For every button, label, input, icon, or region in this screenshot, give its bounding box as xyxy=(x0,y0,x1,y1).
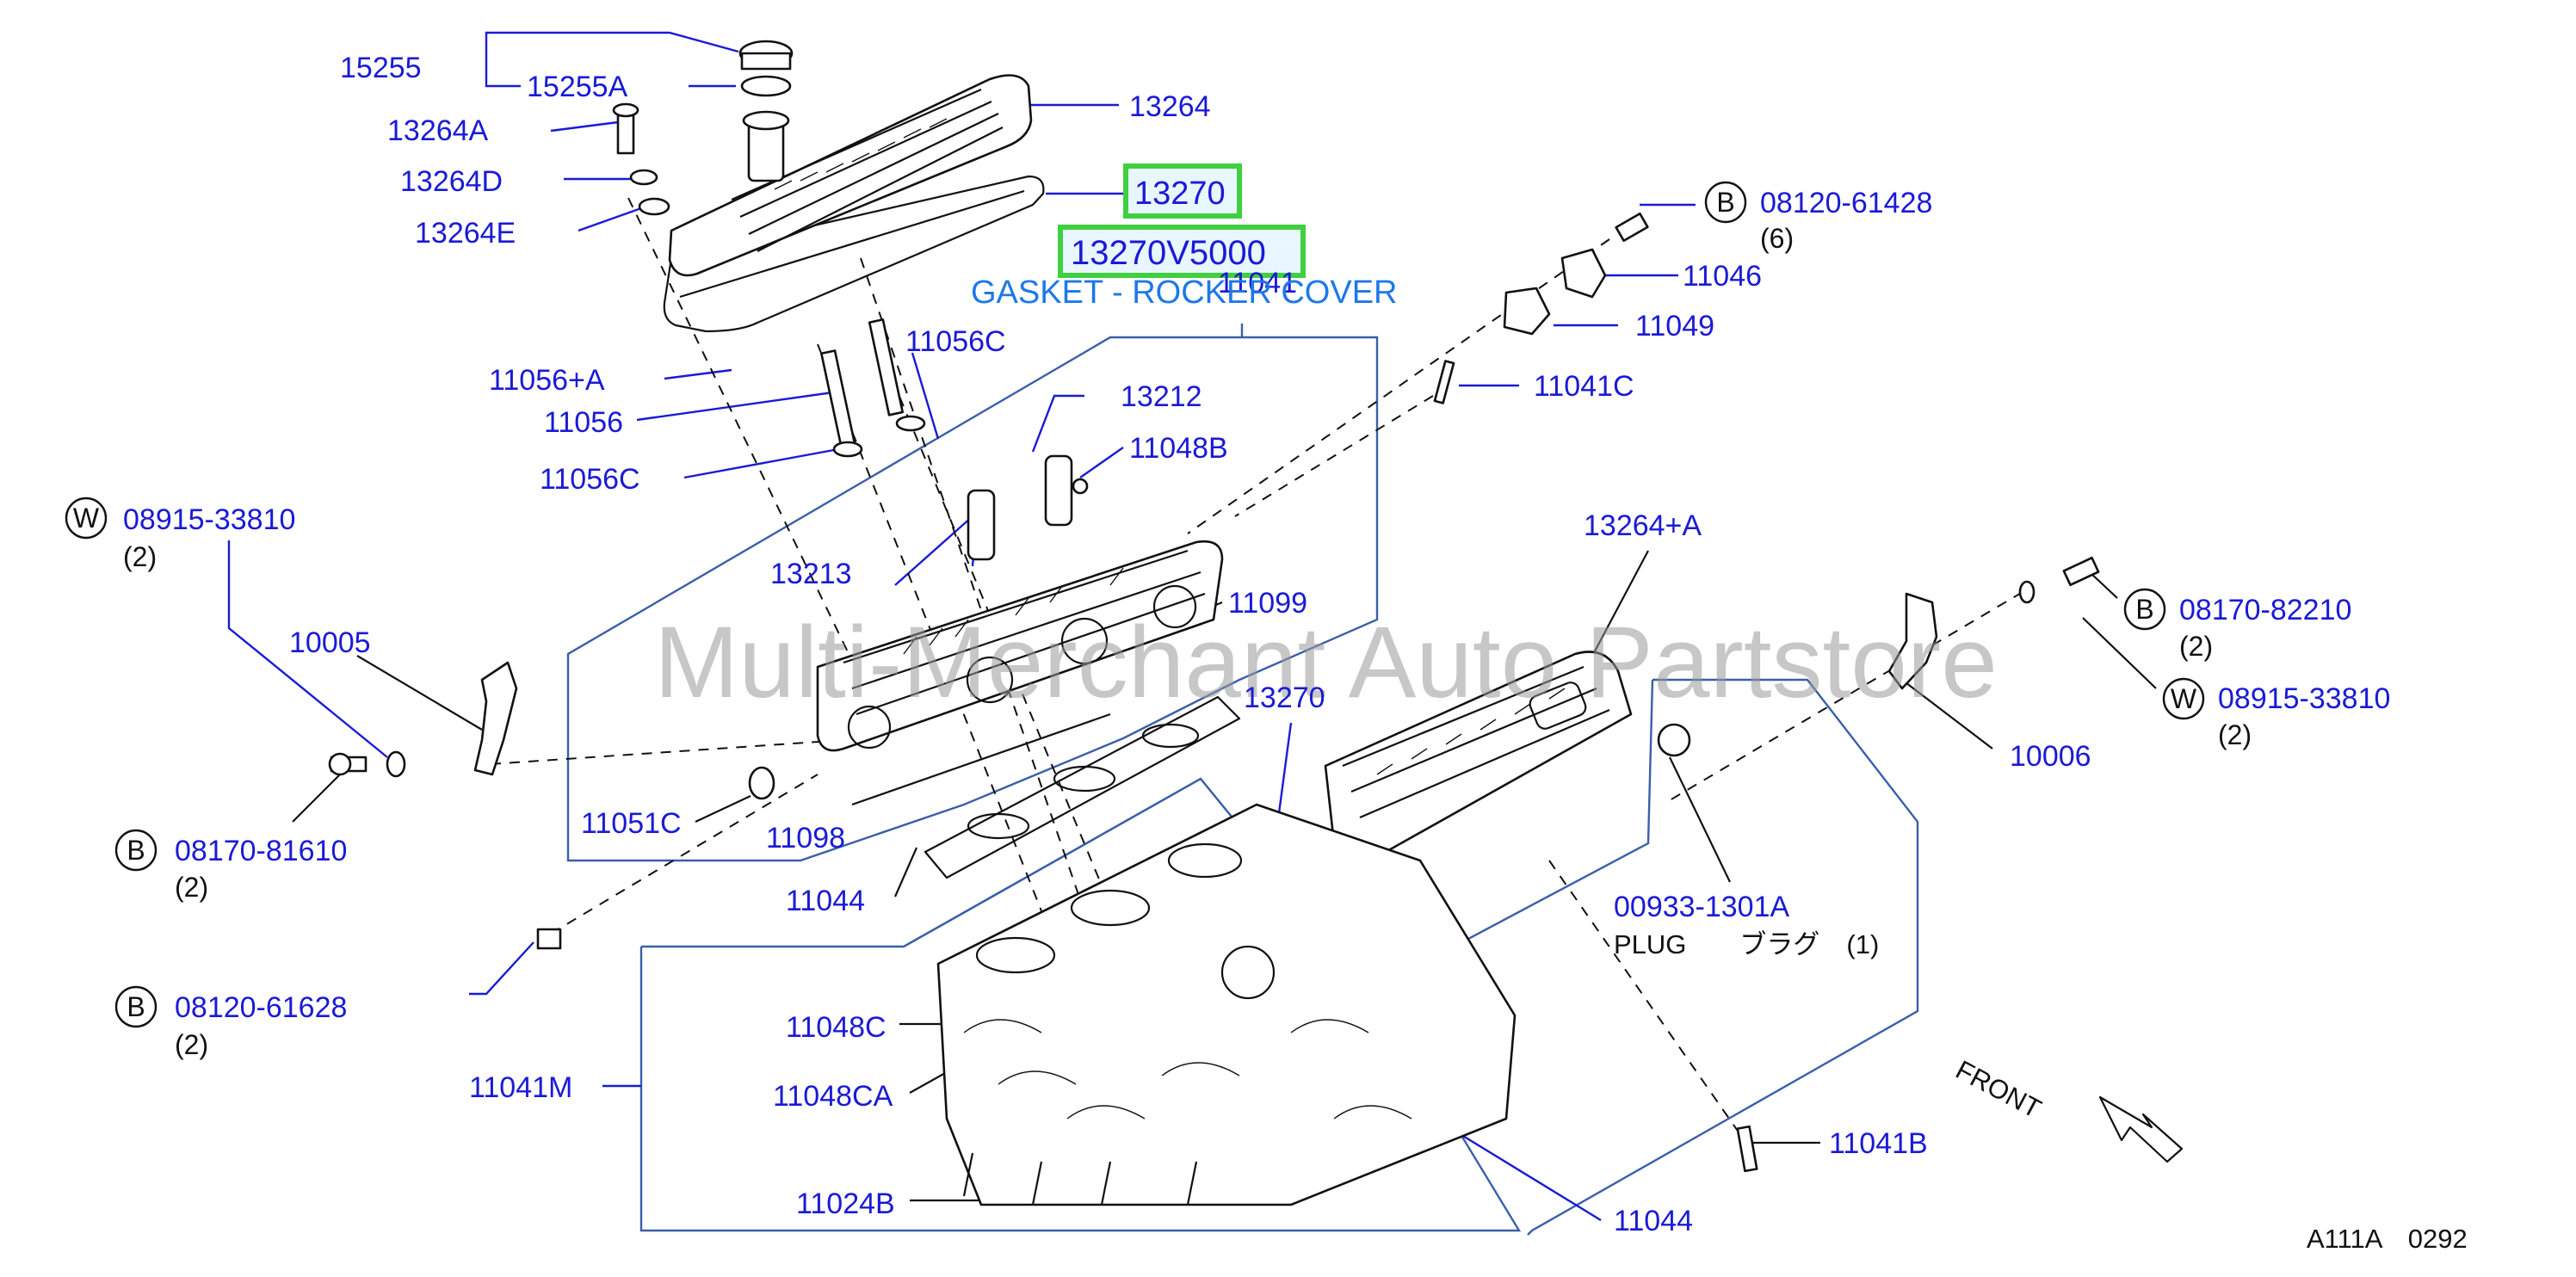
part-13212[interactable]: 13212 xyxy=(1121,380,1202,413)
qty-08915-33810-left: (2) xyxy=(123,541,157,572)
part-11044-right[interactable]: 11044 xyxy=(1614,1205,1693,1237)
part-13264e[interactable]: 13264E xyxy=(415,217,516,250)
front-arrow xyxy=(2098,1095,2184,1163)
bolt-callout-08120-61428: B xyxy=(1716,187,1734,218)
part-13213[interactable]: 13213 xyxy=(770,558,852,590)
part-10005[interactable]: 10005 xyxy=(289,626,371,659)
washer-callout-right: W xyxy=(2171,683,2197,714)
part-11056c-mid[interactable]: 11056C xyxy=(540,463,640,496)
part-08170-82210[interactable]: 08170-82210 xyxy=(2179,594,2351,626)
part-11051c[interactable]: 11051C xyxy=(581,807,682,840)
qty-08915-33810-right: (2) xyxy=(2218,719,2252,750)
part-11048c[interactable]: 11048C xyxy=(786,1011,886,1044)
part-13264-plus-a[interactable]: 13264+A xyxy=(1584,509,1702,542)
part-15255[interactable]: 15255 xyxy=(340,52,422,84)
part-15255a[interactable]: 15255A xyxy=(527,71,628,103)
rocker-cover-top xyxy=(612,40,1045,333)
cylinder-head-left xyxy=(816,540,1241,879)
part-11041b[interactable]: 11041B xyxy=(1829,1127,1928,1160)
part-10006[interactable]: 10006 xyxy=(2010,740,2091,773)
watermark: Multi-Merchant Auto Partstore xyxy=(654,606,1998,719)
part-11056a[interactable]: 11056+A xyxy=(489,364,605,397)
part-08915-33810-left[interactable]: 08915-33810 xyxy=(123,503,295,536)
part-13270-mid[interactable]: 13270 xyxy=(1244,682,1325,714)
part-08120-61428[interactable]: 08120-61428 xyxy=(1760,187,1932,219)
callout-circles: B W B W B B xyxy=(65,181,2205,1028)
washer-callout-left: W xyxy=(73,503,100,534)
part-11046[interactable]: 11046 xyxy=(1683,260,1762,293)
qty-08170-81610: (2) xyxy=(175,872,208,903)
bolt-callout-08170-81610: B xyxy=(127,835,145,866)
part-11024b[interactable]: 11024B xyxy=(796,1188,895,1220)
part-00933-1301a[interactable]: 00933-1301A xyxy=(1614,891,1790,923)
bolts-and-studs xyxy=(328,212,2100,1173)
part-11049[interactable]: 11049 xyxy=(1635,310,1714,342)
part-13264d[interactable]: 13264D xyxy=(400,165,503,198)
plug-note: PLUG ブラグ (1) xyxy=(1614,929,1879,959)
part-11041m[interactable]: 11041M xyxy=(469,1071,572,1104)
qty-08170-82210: (2) xyxy=(2179,631,2213,662)
front-label: FRONT xyxy=(1951,1054,2047,1124)
engine-block xyxy=(936,803,1517,1206)
bolt-callout-08120-61628: B xyxy=(127,991,145,1022)
part-11041c[interactable]: 11041C xyxy=(1534,370,1634,403)
part-13270-highlighted[interactable]: 13270 xyxy=(1134,176,1226,212)
part-11041[interactable]: 11041 xyxy=(1218,267,1297,299)
cylinder-head-right xyxy=(1324,651,1633,858)
highlight-box-13270v5000 xyxy=(1058,225,1306,278)
part-11098[interactable]: 11098 xyxy=(766,822,845,854)
part-13270v5000-highlighted[interactable]: 13270V5000 xyxy=(1071,234,1266,272)
gasket-name: GASKET - ROCKER COVER xyxy=(971,275,1398,311)
diagram-code: A111A 0292 xyxy=(2307,1224,2468,1254)
part-08915-33810-right[interactable]: 08915-33810 xyxy=(2218,682,2390,715)
bolt-callout-08170-82210: B xyxy=(2135,594,2153,625)
part-08120-61628[interactable]: 08120-61628 xyxy=(175,991,347,1024)
part-11048b[interactable]: 11048B xyxy=(1129,432,1228,465)
part-13264[interactable]: 13264 xyxy=(1129,90,1211,123)
part-11056c-top[interactable]: 11056C xyxy=(905,325,1006,358)
part-11099[interactable]: 11099 xyxy=(1228,587,1307,620)
part-11056[interactable]: 11056 xyxy=(544,406,623,439)
part-08170-81610[interactable]: 08170-81610 xyxy=(175,835,347,867)
part-labels: 15255 15255A 13264 13264A 13264D 13264E … xyxy=(123,52,2468,1254)
highlight-box-13270 xyxy=(1123,163,1242,219)
part-11044-left[interactable]: 11044 xyxy=(786,885,865,917)
part-13264a[interactable]: 13264A xyxy=(387,114,489,147)
qty-08120-61428: (6) xyxy=(1760,223,1794,254)
qty-08120-61628: (2) xyxy=(175,1029,208,1060)
part-11048ca[interactable]: 11048CA xyxy=(773,1080,893,1113)
